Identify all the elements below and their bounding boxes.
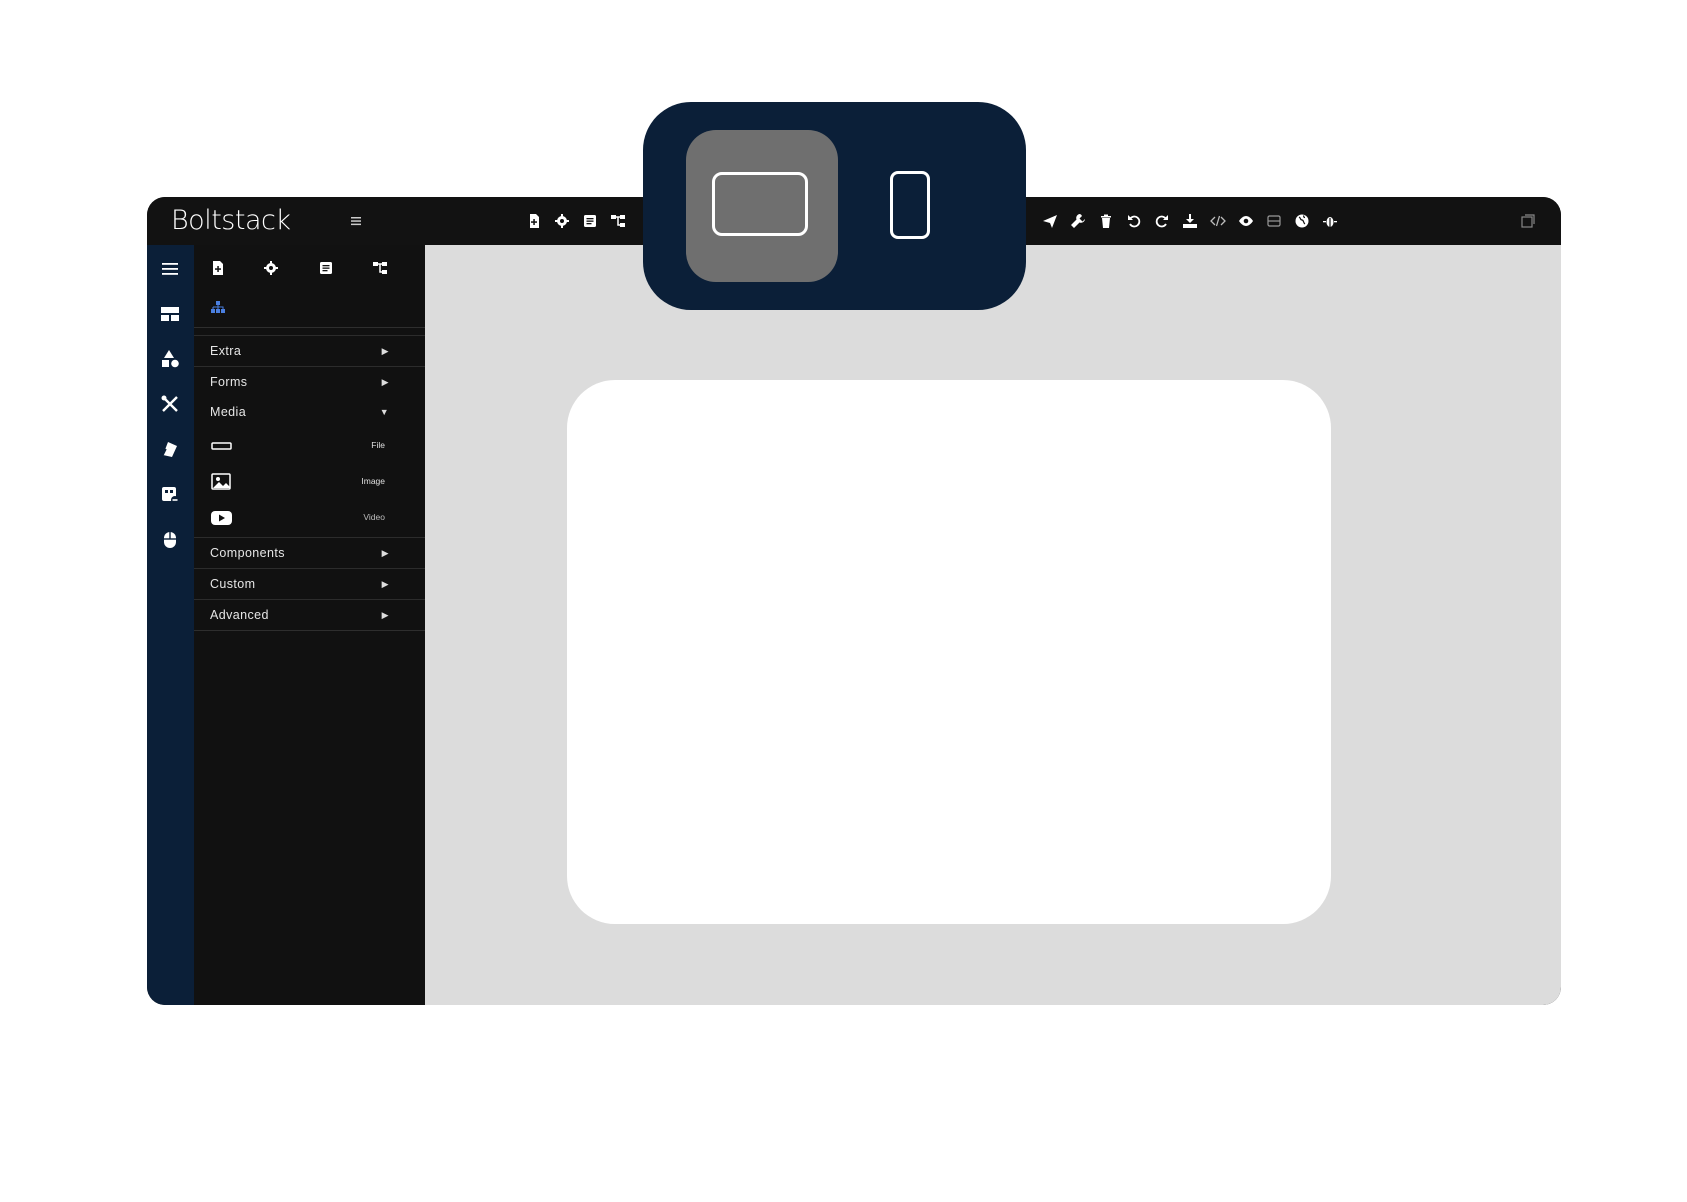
tree-icon[interactable]	[369, 257, 391, 279]
undo-icon[interactable]	[1125, 212, 1143, 230]
category-extra[interactable]: Extra ▶	[194, 335, 425, 365]
category-advanced[interactable]: Advanced ▶	[194, 599, 425, 629]
layers-icon[interactable]	[315, 257, 337, 279]
file-input-icon	[210, 436, 234, 456]
shapes-icon[interactable]	[158, 347, 182, 371]
add-page-icon[interactable]	[525, 212, 543, 230]
layout-icon[interactable]	[1265, 212, 1283, 230]
category-components[interactable]: Components ▶	[194, 537, 425, 567]
caret-right-icon: ▶	[381, 346, 389, 356]
layers-icon[interactable]	[581, 212, 599, 230]
import-icon[interactable]	[1181, 212, 1199, 230]
device-switcher	[643, 102, 1026, 310]
caret-right-icon: ▶	[381, 579, 389, 589]
panel-divider	[194, 327, 425, 328]
tree-icon[interactable]	[609, 212, 627, 230]
caret-right-icon: ▶	[381, 548, 389, 558]
fullscreen-icon[interactable]	[1519, 212, 1537, 230]
caret-right-icon: ▶	[381, 610, 389, 620]
category-media-label: Media	[210, 405, 247, 419]
send-icon[interactable]	[1041, 212, 1059, 230]
caret-right-icon: ▶	[381, 377, 389, 387]
code-icon[interactable]	[1209, 212, 1227, 230]
canvas-frame[interactable]	[567, 380, 1331, 924]
block-image-label: Image	[361, 476, 385, 486]
tools-icon[interactable]	[158, 392, 182, 416]
globe-icon[interactable]	[1293, 212, 1311, 230]
mobile-icon[interactable]	[890, 171, 930, 239]
brand-logo: Boltstack	[171, 205, 291, 236]
left-icon-rail	[147, 245, 195, 1005]
category-forms[interactable]: Forms ▶	[194, 366, 425, 396]
desktop-icon	[712, 172, 808, 236]
category-advanced-label: Advanced	[210, 608, 269, 622]
block-video-label: Video	[363, 512, 385, 522]
category-forms-label: Forms	[210, 375, 248, 389]
menu-icon[interactable]	[158, 257, 182, 281]
block-image[interactable]: Image	[194, 465, 425, 499]
category-extra-label: Extra	[210, 344, 242, 358]
hamburger-icon[interactable]	[347, 212, 365, 230]
blocks-panel: Extra ▶ Forms ▶ Media ▼ File Image	[194, 245, 425, 1005]
layout-blocks-icon[interactable]	[158, 302, 182, 326]
settings-icon[interactable]	[553, 212, 571, 230]
blocks-tab-icon[interactable]	[207, 296, 229, 318]
category-media[interactable]: Media ▼	[194, 397, 425, 427]
redo-icon[interactable]	[1153, 212, 1171, 230]
image-icon	[210, 472, 234, 492]
wrench-icon[interactable]	[1069, 212, 1087, 230]
bug-icon[interactable]	[1321, 212, 1339, 230]
paint-icon[interactable]	[158, 437, 182, 461]
settings-icon[interactable]	[260, 257, 282, 279]
grid-link-icon[interactable]	[158, 483, 182, 507]
category-custom[interactable]: Custom ▶	[194, 568, 425, 598]
device-desktop-button[interactable]	[686, 130, 838, 282]
category-components-label: Components	[210, 546, 285, 560]
trash-icon[interactable]	[1097, 212, 1115, 230]
caret-down-icon: ▼	[379, 407, 389, 417]
add-page-icon[interactable]	[207, 257, 229, 279]
video-play-icon	[210, 508, 234, 528]
block-file[interactable]: File	[194, 429, 425, 463]
block-file-label: File	[371, 440, 385, 450]
block-video[interactable]: Video	[194, 501, 425, 535]
eye-icon[interactable]	[1237, 212, 1255, 230]
category-custom-label: Custom	[210, 577, 256, 591]
panel-divider	[194, 630, 425, 631]
mouse-icon[interactable]	[158, 528, 182, 552]
